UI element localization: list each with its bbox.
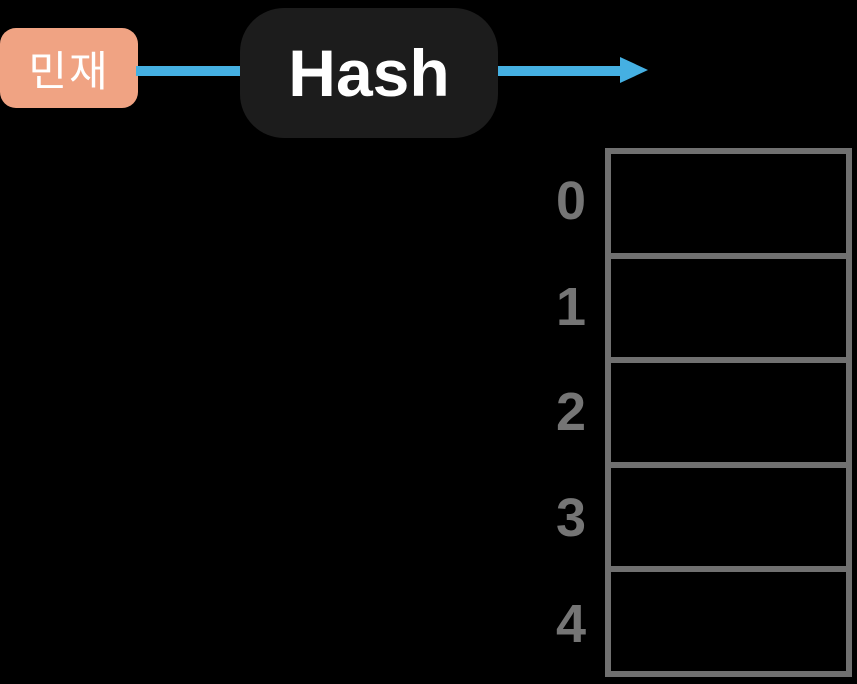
bucket-cell (611, 467, 846, 567)
bucket-cell (611, 258, 846, 358)
hash-output-arrow-shaft (498, 66, 622, 76)
bucket-table (605, 148, 852, 677)
hash-node-label: Hash (288, 36, 450, 110)
bucket-cell (611, 572, 846, 671)
bucket-index-label: 3 (555, 488, 587, 549)
key-node-label: 민재 (28, 47, 110, 95)
bucket-cell (611, 363, 846, 462)
bucket-cell (611, 154, 846, 253)
hash-function-node: Hash (240, 8, 498, 138)
bucket-index-label: 0 (555, 170, 587, 231)
bucket-index-label: 4 (555, 594, 587, 655)
key-to-hash-connector-line (136, 66, 242, 76)
key-node: 민재 (0, 28, 138, 108)
arrow-right-icon (620, 57, 648, 83)
bucket-index-column: 0 1 2 3 4 (540, 148, 602, 677)
bucket-index-label: 1 (555, 276, 587, 337)
bucket-index-label: 2 (555, 382, 587, 443)
